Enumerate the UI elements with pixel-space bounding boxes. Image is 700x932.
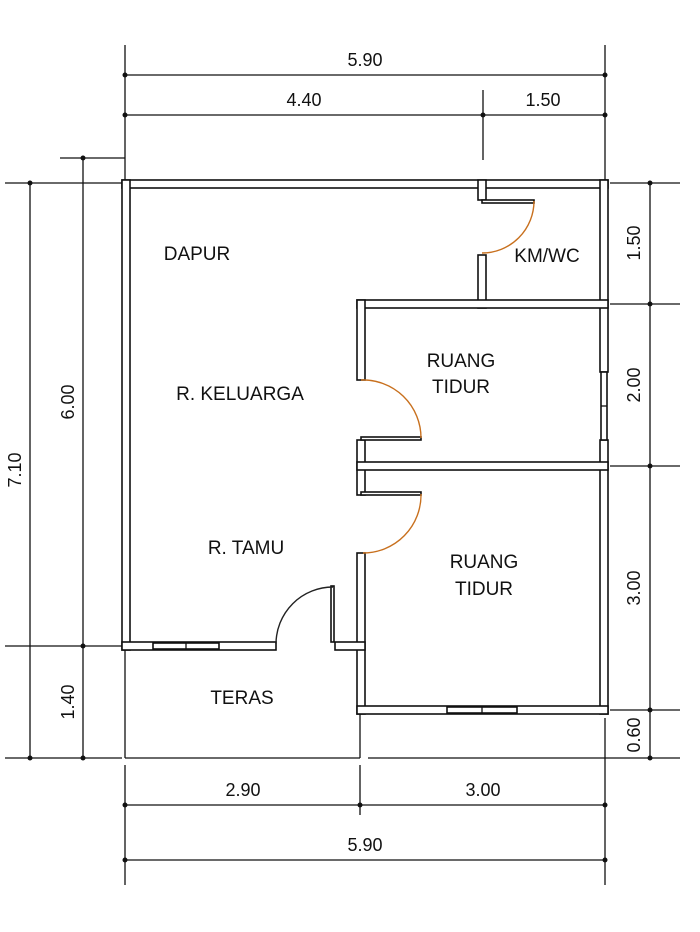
dimension-dots xyxy=(27,72,653,863)
door-bedroom-1[interactable] xyxy=(360,436,422,441)
dim-bottom-right: 3.00 xyxy=(465,780,500,800)
dim-top-right: 1.50 xyxy=(525,90,560,110)
room-label-tidur-2b: TIDUR xyxy=(455,579,513,600)
door-swing-main xyxy=(275,586,334,645)
door-bedroom-2[interactable] xyxy=(360,491,422,496)
room-label-tidur-1b: TIDUR xyxy=(432,377,490,398)
dim-right-2: 2.00 xyxy=(624,367,644,402)
doors xyxy=(275,199,535,645)
room-label-dapur: DAPUR xyxy=(164,244,231,265)
room-label-keluarga: R. KELUARGA xyxy=(176,384,304,405)
dim-top-total: 5.90 xyxy=(347,50,382,70)
dim-bottom-total: 5.90 xyxy=(347,835,382,855)
dim-right-1: 1.50 xyxy=(624,225,644,260)
room-label-teras: TERAS xyxy=(210,688,273,709)
room-label-tidur-1a: RUANG xyxy=(427,351,496,372)
teras-outline xyxy=(124,650,361,759)
dim-right-4: 0.60 xyxy=(624,717,644,752)
dim-right-3: 3.00 xyxy=(624,570,644,605)
dim-left-lower: 1.40 xyxy=(58,684,78,719)
dim-bottom-left: 2.90 xyxy=(225,780,260,800)
room-label-kmwc: KM/WC xyxy=(514,246,579,267)
dimension-lines xyxy=(5,45,680,885)
door-swing-kmwc xyxy=(481,200,535,254)
room-label-tamu: R. TAMU xyxy=(208,538,284,559)
room-label-tidur-2a: RUANG xyxy=(450,552,519,573)
door-main[interactable] xyxy=(330,585,335,643)
dim-top-left: 4.40 xyxy=(286,90,321,110)
door-swing-bedroom-1 xyxy=(360,379,422,439)
door-swing-bedroom-2 xyxy=(362,493,422,554)
dim-left-total: 7.10 xyxy=(5,452,25,487)
windows xyxy=(152,371,608,714)
dim-left-upper: 6.00 xyxy=(58,384,78,419)
door-kmwc[interactable] xyxy=(481,199,535,204)
